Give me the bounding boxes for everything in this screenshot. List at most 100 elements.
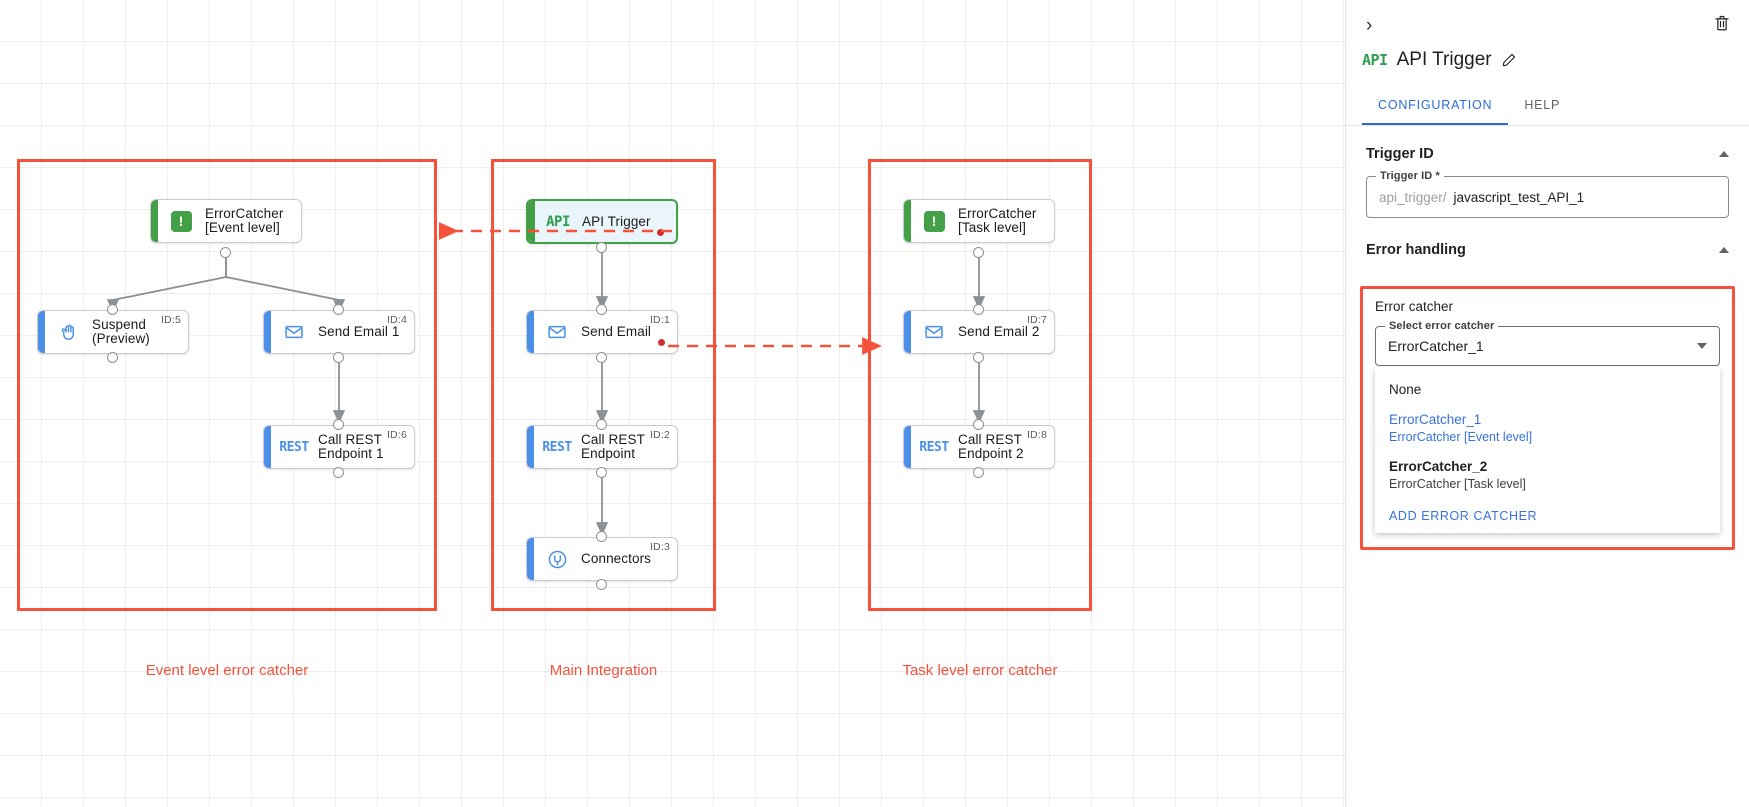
port-in-call-rest-1[interactable]	[333, 419, 344, 430]
node-accent-bar	[38, 311, 45, 353]
node-id-tag: ID:4	[386, 314, 407, 326]
node-accent-bar	[527, 311, 534, 353]
node-api-trigger[interactable]: API API Trigger	[526, 199, 678, 244]
node-label: Send Email 1	[318, 324, 400, 339]
port-out-call-rest-2[interactable]	[973, 467, 984, 478]
port-out-errorcatcher-event[interactable]	[220, 247, 231, 258]
group-box-main-integration	[491, 159, 716, 611]
node-call-rest-endpoint-2[interactable]: REST Call REST Endpoint 2 ID:8	[903, 425, 1055, 469]
node-label: Connectors	[581, 551, 652, 566]
option-primary: ErrorCatcher_1	[1389, 412, 1482, 427]
select-error-catcher[interactable]: Select error catcher ErrorCatcher_1	[1375, 320, 1720, 366]
section-title: Trigger ID	[1366, 146, 1434, 162]
section-header-error-handling[interactable]: Error handling	[1346, 218, 1749, 272]
tab-help[interactable]: HELP	[1524, 98, 1561, 112]
edit-icon[interactable]	[1501, 52, 1517, 68]
port-in-send-email-1[interactable]	[333, 304, 344, 315]
node-id-tag: ID:6	[386, 429, 407, 441]
node-label: ErrorCatcher [Event level]	[205, 206, 284, 235]
port-out-connectors[interactable]	[596, 579, 607, 590]
add-error-catcher-button[interactable]: ADD ERROR CATCHER	[1389, 509, 1538, 523]
group-label-task-level: Task level error catcher	[902, 662, 1058, 679]
node-accent-bar	[264, 426, 271, 468]
port-out-errorcatcher-task[interactable]	[973, 247, 984, 258]
port-in-send-email-2[interactable]	[973, 304, 984, 315]
node-label: Call REST Endpoint	[581, 432, 645, 461]
node-send-email-1[interactable]: Send Email 1 ID:4	[263, 310, 415, 354]
node-accent-bar	[904, 426, 911, 468]
rest-icon-text: REST	[919, 439, 949, 455]
node-id-tag: ID:1	[649, 314, 670, 326]
port-out-suspend[interactable]	[107, 352, 118, 363]
port-out-send-email-1[interactable]	[333, 352, 344, 363]
error-catcher-dropdown: None ErrorCatcher_1 ErrorCatcher [Event …	[1375, 367, 1720, 533]
api-icon: API	[1362, 51, 1388, 69]
port-in-call-rest[interactable]	[596, 419, 607, 430]
port-in-connectors[interactable]	[596, 531, 607, 542]
chevron-up-icon[interactable]	[1719, 151, 1729, 157]
group-box-task-level	[868, 159, 1092, 611]
node-accent-bar	[151, 200, 158, 242]
group-box-event-level	[17, 159, 437, 611]
port-out-send-email[interactable]	[596, 352, 607, 363]
section-header-trigger-id[interactable]: Trigger ID	[1346, 126, 1749, 176]
port-out-api-trigger[interactable]	[596, 242, 607, 253]
api-icon-text: API	[546, 213, 570, 230]
error-indicator-dot	[657, 229, 664, 236]
port-out-send-email-2[interactable]	[973, 352, 984, 363]
delete-icon[interactable]	[1711, 12, 1733, 39]
port-out-call-rest-1[interactable]	[333, 467, 344, 478]
node-send-email-2[interactable]: Send Email 2 ID:7	[903, 310, 1055, 354]
rest-icon: REST	[916, 440, 952, 455]
details-panel: › API API Trigger CONFIGURATION HELP	[1345, 0, 1749, 807]
error-catcher-panel: Error catcher Select error catcher Error…	[1360, 286, 1735, 550]
port-in-send-email[interactable]	[596, 304, 607, 315]
rest-icon: REST	[276, 440, 312, 455]
rest-icon: REST	[539, 440, 575, 455]
dropdown-option-none[interactable]: None	[1375, 375, 1720, 405]
section-title: Error handling	[1366, 242, 1466, 258]
select-error-catcher-value: ErrorCatcher_1	[1388, 338, 1484, 354]
node-label: API Trigger	[582, 213, 651, 229]
node-label: Send Email	[581, 324, 652, 339]
panel-header: API API Trigger	[1346, 40, 1749, 78]
error-catcher-icon: !	[163, 210, 199, 232]
node-call-rest-endpoint-1[interactable]: REST Call REST Endpoint 1 ID:6	[263, 425, 415, 469]
node-suspend[interactable]: Suspend (Preview) ID:5	[37, 310, 189, 354]
envelope-icon	[539, 322, 575, 342]
node-accent-bar	[527, 538, 534, 580]
chevron-down-icon[interactable]	[1697, 343, 1707, 349]
flow-canvas[interactable]: Event level error catcher Main Integrati…	[0, 0, 1345, 807]
node-label: Suspend (Preview)	[92, 317, 150, 346]
connectors-icon	[539, 549, 575, 570]
dropdown-option-errorcatcher-2[interactable]: ErrorCatcher_2 ErrorCatcher [Task level]	[1375, 452, 1720, 499]
collapse-panel-icon[interactable]: ›	[1366, 14, 1373, 36]
node-label: Call REST Endpoint 1	[318, 432, 384, 461]
node-call-rest-endpoint[interactable]: REST Call REST Endpoint ID:2	[526, 425, 678, 469]
node-accent-bar	[528, 201, 535, 242]
dropdown-option-errorcatcher-1[interactable]: ErrorCatcher_1 ErrorCatcher [Event level…	[1375, 405, 1720, 452]
trigger-id-input[interactable]: Trigger ID * api_trigger/ javascript_tes…	[1366, 170, 1729, 218]
trigger-id-prefix: api_trigger/	[1379, 189, 1447, 205]
port-in-call-rest-2[interactable]	[973, 419, 984, 430]
hand-icon	[50, 323, 86, 342]
group-label-event-level: Event level error catcher	[145, 662, 309, 679]
envelope-icon	[916, 322, 952, 342]
port-in-suspend[interactable]	[107, 304, 118, 315]
tab-configuration[interactable]: CONFIGURATION	[1362, 88, 1509, 125]
node-send-email[interactable]: Send Email ID:1	[526, 310, 678, 354]
node-accent-bar	[264, 311, 271, 353]
node-accent-bar	[904, 311, 911, 353]
node-errorcatcher-event-level[interactable]: ! ErrorCatcher [Event level]	[150, 199, 302, 243]
error-catcher-title: Error catcher	[1375, 299, 1454, 314]
option-secondary: ErrorCatcher [Task level]	[1389, 477, 1526, 491]
trigger-id-value: javascript_test_API_1	[1453, 189, 1585, 205]
node-id-tag: ID:2	[649, 429, 670, 441]
chevron-up-icon[interactable]	[1719, 247, 1729, 253]
node-id-tag: ID:5	[160, 314, 181, 326]
option-primary: ErrorCatcher_2	[1389, 459, 1488, 474]
node-connectors[interactable]: Connectors ID:3	[526, 537, 678, 581]
node-errorcatcher-task-level[interactable]: ! ErrorCatcher [Task level]	[903, 199, 1055, 243]
port-out-call-rest[interactable]	[596, 467, 607, 478]
error-indicator-dot	[658, 339, 665, 346]
